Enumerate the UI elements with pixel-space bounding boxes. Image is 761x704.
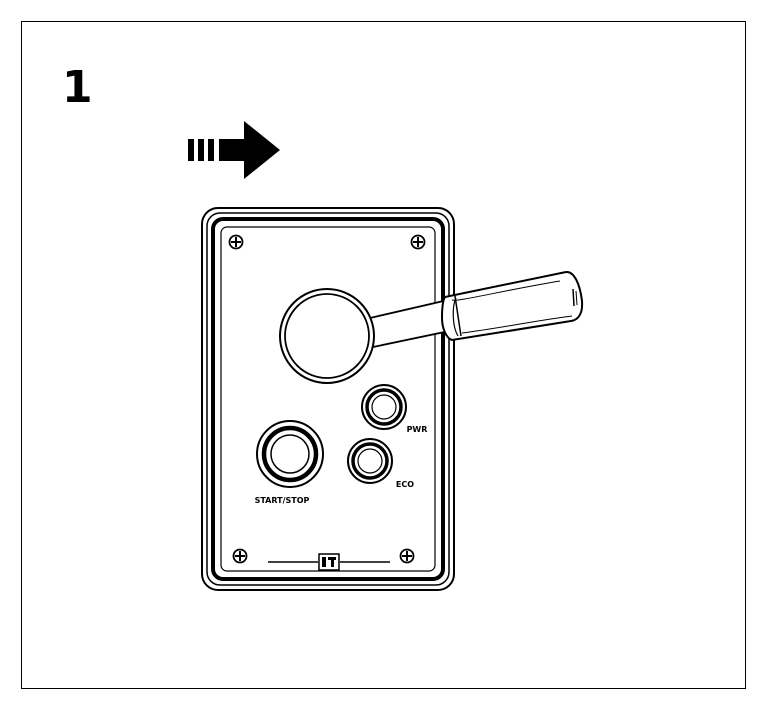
brand-logo-icon [268, 553, 390, 571]
illustration-frame [21, 21, 746, 689]
start-stop-label: START/STOP [255, 496, 310, 505]
screw-icon [232, 548, 248, 564]
control-panel-housing [201, 207, 455, 591]
push-direction-arrow-icon [188, 121, 280, 179]
pwr-label: PWR [407, 425, 428, 434]
eco-label: ECO [396, 480, 414, 489]
screw-icon [228, 234, 244, 250]
start-stop-button[interactable] [256, 420, 324, 488]
screw-icon [399, 548, 415, 564]
pwr-button[interactable] [361, 384, 407, 430]
throttle-lever-icon[interactable] [279, 271, 584, 384]
eco-button[interactable] [347, 438, 393, 484]
screw-icon [410, 234, 426, 250]
step-number: 1 [62, 62, 93, 113]
